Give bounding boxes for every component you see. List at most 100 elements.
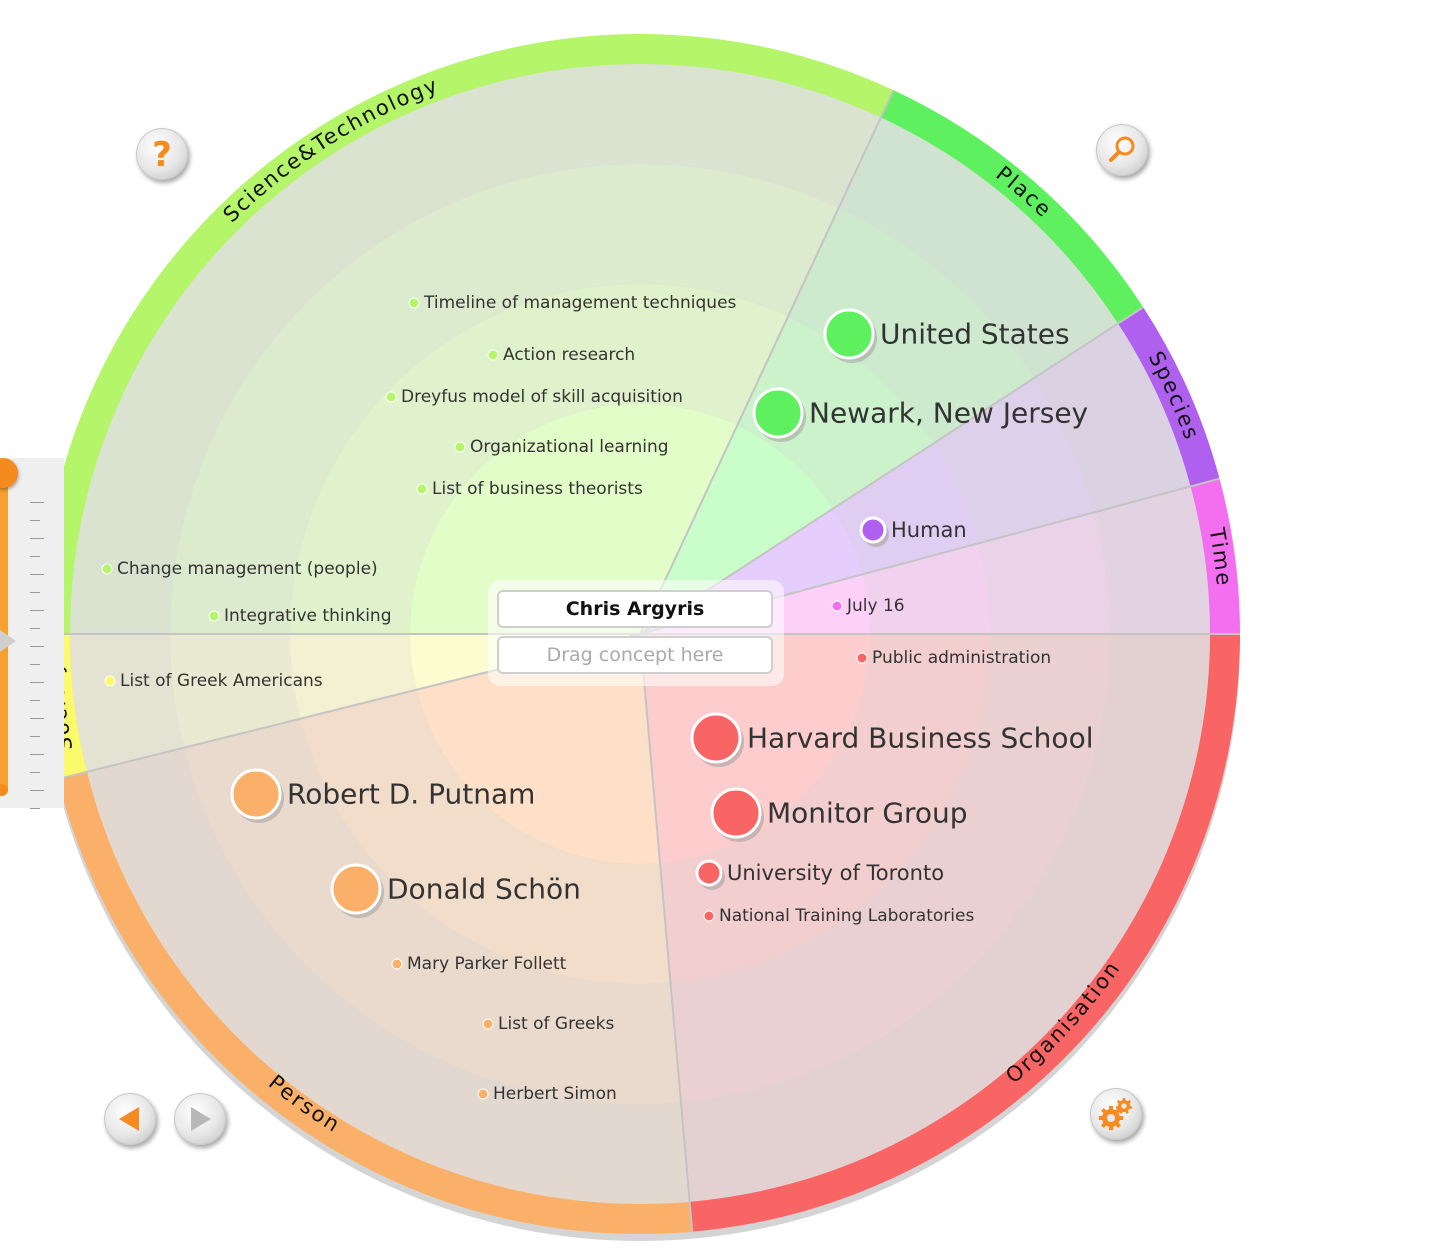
concept-dot[interactable] [831,600,843,612]
concept-dot[interactable] [856,652,868,664]
sector-organisation-band [660,634,990,983]
concept-dot[interactable] [408,297,420,309]
concept-node[interactable]: National Training Laboratories [703,906,974,926]
concept-dot[interactable] [391,958,403,970]
concept-node[interactable]: Mary Parker Follett [391,954,567,974]
sector-person-ring[interactable] [57,771,693,1234]
sector-science-technology-band [70,64,881,635]
concept-dot[interactable] [330,863,382,915]
concept-dot[interactable] [690,712,742,764]
sector-organisation-ring[interactable] [689,634,1240,1232]
concept-dot[interactable] [208,610,220,622]
concept-dot[interactable] [230,768,282,820]
concept-node[interactable]: Newark, New Jersey [752,387,1088,442]
slider-tick [30,718,44,719]
concept-label[interactable]: University of Toronto [727,861,944,885]
concept-dot[interactable] [454,441,466,453]
slider-handle[interactable] [0,458,18,488]
concept-label[interactable]: Harvard Business School [747,722,1093,755]
concept-label[interactable]: Robert D. Putnam [287,778,535,811]
concept-node[interactable]: Public administration [856,648,1051,668]
concept-node[interactable]: University of Toronto [695,859,944,890]
sector-person-band [416,634,661,864]
concept-label[interactable]: Human [891,518,967,542]
sector-time-band [978,512,1110,634]
concept-dot[interactable] [385,391,397,403]
help-button[interactable]: ? [136,128,188,180]
drop-concept-field[interactable]: Drag concept here [497,636,773,674]
concept-label[interactable]: United States [880,318,1070,351]
concept-node[interactable]: Human [859,516,967,547]
concept-dot[interactable] [101,563,113,575]
concept-dot[interactable] [416,483,428,495]
concept-node[interactable]: Change management (people) [101,559,378,579]
concept-node[interactable]: Organizational learning [454,437,669,457]
concept-node[interactable]: Integrative thinking [208,606,392,626]
concept-dot[interactable] [104,675,116,687]
concept-dot[interactable] [710,787,762,839]
concept-node[interactable]: List of Greek Americans [104,671,323,691]
concept-node[interactable]: Herbert Simon [477,1084,617,1104]
concept-node[interactable]: List of Greeks [482,1014,614,1034]
concept-label[interactable]: List of Greek Americans [120,671,323,691]
concept-dot[interactable] [703,910,715,922]
concept-label[interactable]: Monitor Group [767,797,968,830]
concept-label[interactable]: National Training Laboratories [719,906,974,926]
concept-node[interactable]: United States [823,308,1070,363]
concept-label[interactable]: Dreyfus model of skill acquisition [401,387,683,407]
sector-science-technology-band [410,403,738,634]
concept-label[interactable]: Public administration [872,648,1051,668]
slider-tick [30,610,44,611]
concept-label[interactable]: List of business theorists [432,479,643,499]
sector-time-band [1093,486,1210,634]
concept-node[interactable]: Robert D. Putnam [230,768,535,823]
slider-tick [30,736,40,737]
gear-icon [1098,1097,1133,1131]
concept-label[interactable]: Herbert Simon [493,1084,617,1104]
current-concept-field[interactable]: Chris Argyris [497,590,773,628]
concept-label[interactable]: Action research [503,345,635,365]
concept-dot[interactable] [477,1088,489,1100]
search-button[interactable] [1096,124,1148,176]
concept-label[interactable]: Change management (people) [117,559,378,579]
sector-divider [639,306,1144,635]
concept-label[interactable]: Newark, New Jersey [809,397,1088,430]
concept-dot[interactable] [859,516,887,544]
sector-science-technology-ring[interactable] [40,33,894,635]
slider-tick [30,664,40,665]
concept-label[interactable]: Organizational learning [470,437,669,457]
sector-place-ring[interactable] [880,90,1144,324]
slider-tick [30,556,40,557]
concept-node[interactable]: Donald Schön [330,863,581,918]
concept-dot[interactable] [823,308,875,360]
concept-label[interactable]: Donald Schön [387,873,581,906]
concept-node[interactable]: Harvard Business School [690,712,1093,767]
back-button[interactable] [104,1093,156,1145]
sector-time-ring[interactable] [1190,478,1240,634]
concept-node[interactable]: Action research [487,345,635,365]
concept-node[interactable]: Monitor Group [710,787,968,842]
sector-society-band [170,634,301,748]
concept-dot[interactable] [482,1018,494,1030]
concept-node[interactable]: July 16 [831,596,905,616]
concept-dot[interactable] [752,387,804,439]
concept-node[interactable]: Dreyfus model of skill acquisition [385,387,683,407]
concept-label[interactable]: Integrative thinking [224,606,392,626]
settings-button[interactable] [1090,1088,1142,1140]
zoom-slider[interactable] [0,458,64,809]
concept-label[interactable]: List of Greeks [498,1014,614,1034]
concept-dot[interactable] [487,349,499,361]
slider-tick [30,592,40,593]
slider-end-marker [0,784,8,796]
concept-label[interactable]: July 16 [846,596,905,616]
concept-dot[interactable] [695,859,723,887]
sector-species-band [933,378,1094,544]
concept-label[interactable]: Mary Parker Follett [407,954,567,974]
concept-node[interactable]: List of business theorists [416,479,643,499]
forward-button[interactable] [174,1093,226,1145]
concept-node[interactable]: Timeline of management techniques [408,293,737,313]
concept-label[interactable]: Timeline of management techniques [423,293,737,313]
slider-tick [30,646,44,647]
sector-species-ring[interactable] [1118,307,1220,487]
